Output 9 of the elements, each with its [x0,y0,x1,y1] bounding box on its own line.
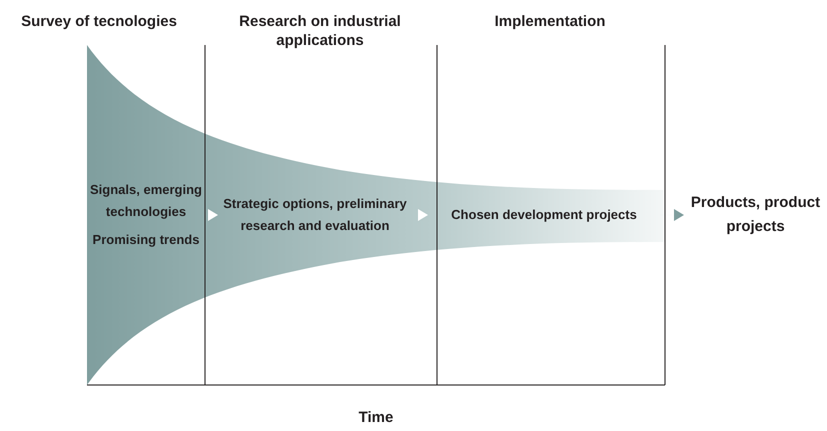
column-heading: Research on industrial applications [238,12,402,50]
stage-text: Strategic options, preliminary research and evaluation [222,195,408,235]
axis-label: Time [358,408,394,427]
stage-text: Promising trends [92,231,200,249]
column-heading: Implementation [494,12,606,31]
stage-text: Chosen development projects [451,206,637,224]
stage-text: Products, product projects [690,193,822,237]
column-heading: Survey of tecnologies [20,12,178,31]
stage-text: Signals, emerging technologies [89,181,203,221]
